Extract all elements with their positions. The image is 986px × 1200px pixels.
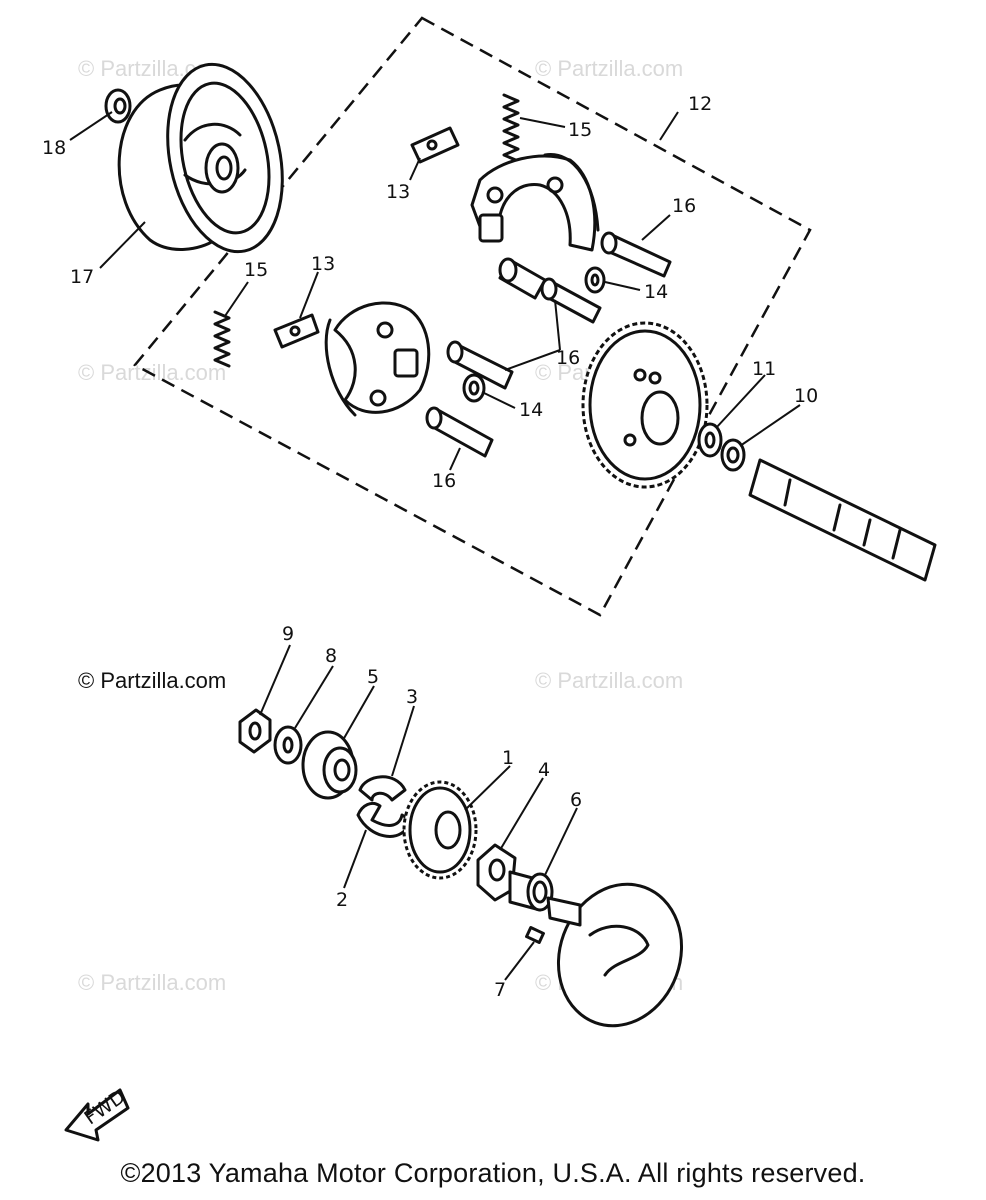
part-2-half-ring xyxy=(356,801,412,838)
callout-18: 18 xyxy=(42,137,66,159)
part-8-washer xyxy=(273,725,303,765)
watermark: © Partzilla.com xyxy=(535,668,683,693)
part-16-pin-lower xyxy=(425,406,494,458)
watermark: © Partzilla.com xyxy=(78,970,226,995)
cover-plate xyxy=(546,882,684,1028)
callout-13: 13 xyxy=(311,253,335,275)
clutch-shoe-upper xyxy=(470,153,600,252)
callout-4: 4 xyxy=(538,759,550,781)
callout-7: 7 xyxy=(494,979,506,1001)
watermark: © Partzilla.com xyxy=(78,360,226,385)
part-14-bushing-upper xyxy=(584,266,606,294)
callout-15: 15 xyxy=(568,119,592,141)
part-3-half-ring xyxy=(358,775,407,802)
part-10-nut xyxy=(720,438,746,472)
callout-10: 10 xyxy=(794,385,818,407)
part-14-bushing-lower xyxy=(462,373,486,403)
callout-11: 11 xyxy=(752,358,776,380)
part-15-spring-upper xyxy=(502,93,520,163)
part-16-pin-lower-upper xyxy=(446,340,514,390)
part-13-plate-upper xyxy=(410,126,460,164)
callout-14: 14 xyxy=(644,281,668,303)
part-5-hub xyxy=(301,730,358,800)
callout-5: 5 xyxy=(367,666,379,688)
part-15-spring-lower xyxy=(213,310,231,368)
callout-8: 8 xyxy=(325,645,337,667)
callout-3: 3 xyxy=(406,686,418,708)
part-11-washer xyxy=(697,422,723,458)
part-6-bearing xyxy=(508,870,554,912)
part-9-nut xyxy=(238,708,272,754)
callout-14: 14 xyxy=(519,399,543,421)
watermark: © Partzilla.com xyxy=(535,56,683,81)
callout-16: 16 xyxy=(432,470,456,492)
shaft xyxy=(748,458,937,582)
clutch-shoe-lower xyxy=(324,301,431,417)
callout-2: 2 xyxy=(336,889,348,911)
forward-direction-arrow: FWD xyxy=(64,1086,130,1142)
clutch-assembly-outline xyxy=(133,16,812,617)
callout-15: 15 xyxy=(244,259,268,281)
callout-16: 16 xyxy=(556,347,580,369)
part-1-gear xyxy=(402,780,478,880)
callout-13: 13 xyxy=(386,181,410,203)
callout-12: 12 xyxy=(688,93,712,115)
primary-driven-gear xyxy=(581,321,709,489)
part-18-washer xyxy=(104,88,132,124)
part-16-pin-middle xyxy=(540,277,602,324)
part-7-key xyxy=(525,926,545,944)
callout-9: 9 xyxy=(282,623,294,645)
callout-1: 1 xyxy=(502,747,514,769)
partzilla-watermark: © Partzilla.com xyxy=(78,668,226,693)
leader-lines xyxy=(69,111,801,981)
callout-6: 6 xyxy=(570,789,582,811)
part-16-pin-upper-right xyxy=(600,231,672,278)
copyright-notice: ©2013 Yamaha Motor Corporation, U.S.A. A… xyxy=(120,1158,866,1188)
part-13-plate-lower xyxy=(273,313,320,349)
part-16-pin-upper-left xyxy=(498,257,547,300)
callout-17: 17 xyxy=(70,266,94,288)
part-17-clutch-housing xyxy=(117,62,284,254)
callout-16: 16 xyxy=(672,195,696,217)
